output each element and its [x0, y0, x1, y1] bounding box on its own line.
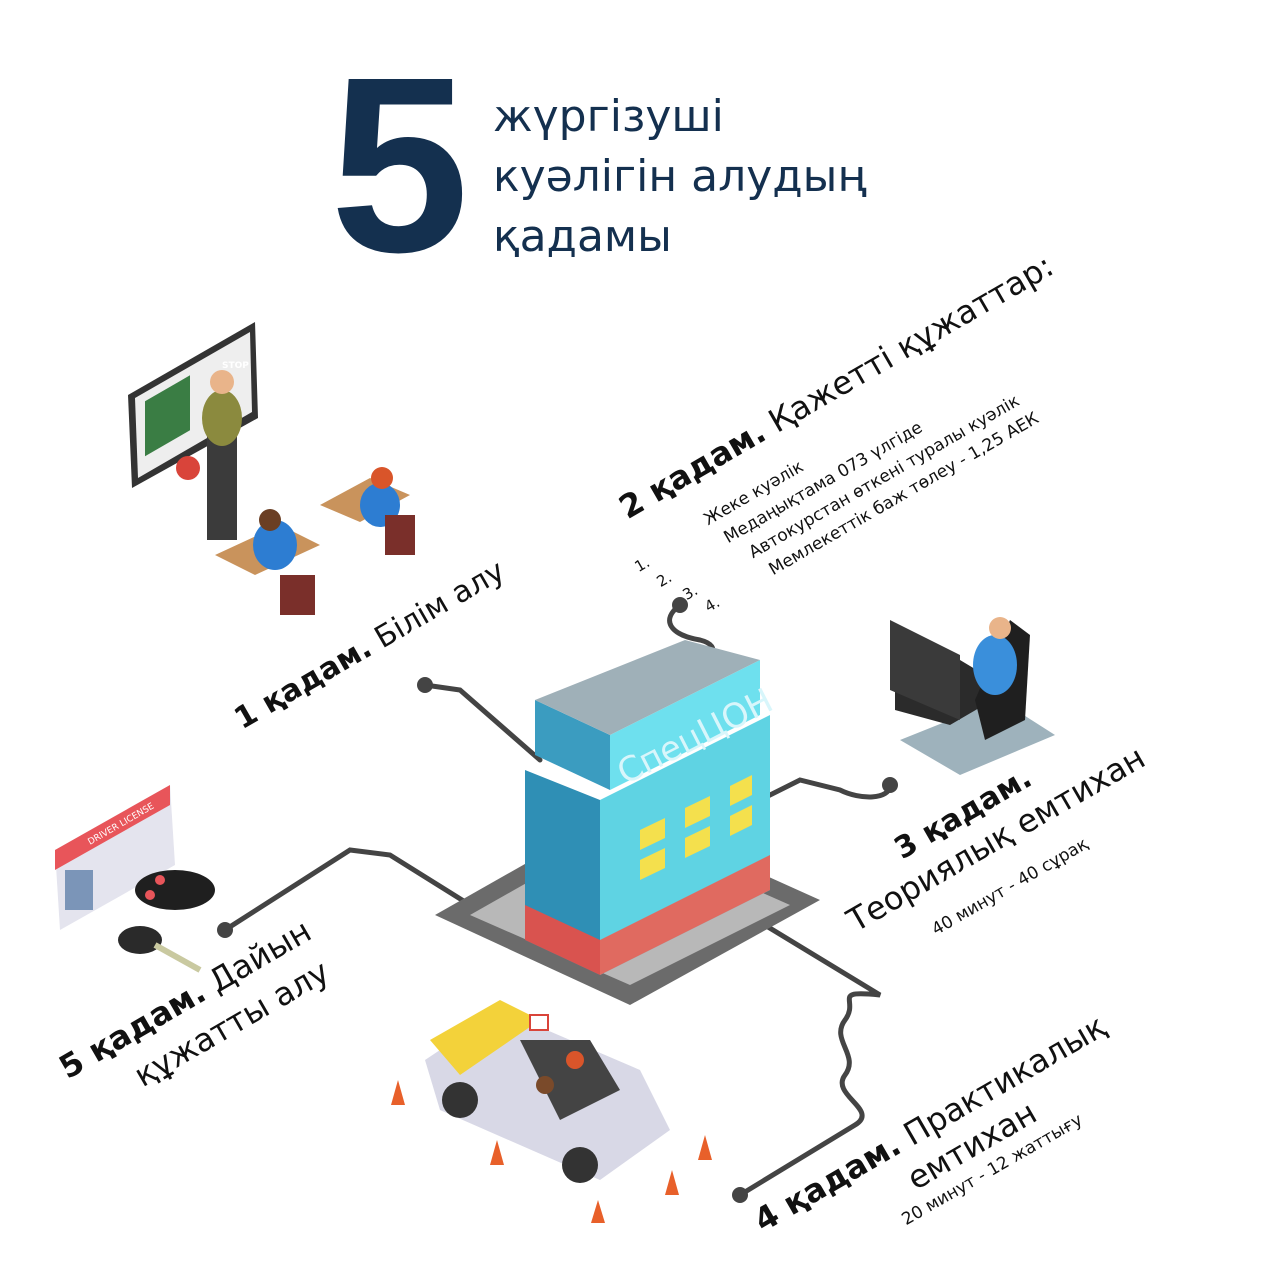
connector-step3	[757, 777, 893, 803]
driving-school-car-illustration	[425, 1000, 670, 1183]
title-line-3: қадамы	[493, 211, 672, 262]
connector-step5	[222, 847, 473, 933]
classroom-illustration	[128, 322, 415, 615]
title-line-2: куәлігін алудың	[493, 151, 867, 202]
title-number: 5	[330, 25, 470, 304]
building-illustration	[435, 640, 820, 1005]
traffic-cones	[391, 1080, 712, 1223]
title-line-1: жүргізуші	[493, 91, 724, 142]
stop-sign-label: STOP	[222, 361, 249, 371]
connector-step4	[737, 907, 882, 1198]
connector-step1	[422, 682, 543, 763]
connector-dots	[217, 597, 898, 1203]
license-keys-illustration	[55, 785, 215, 973]
computer-exam-illustration	[890, 617, 1055, 775]
